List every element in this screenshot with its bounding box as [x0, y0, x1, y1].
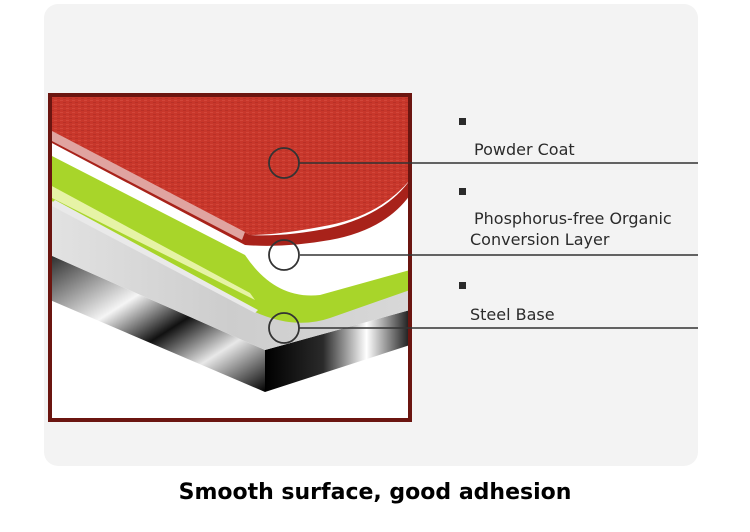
layer-stack: [50, 95, 410, 392]
powder-coat-bullet-icon: [459, 118, 466, 125]
steel-base-underside-right: [265, 310, 410, 392]
steel-base-layer: [50, 195, 410, 350]
conversion-layer-label-line1: Phosphorus-free Organic: [474, 209, 672, 228]
conversion-layer-bullet-icon: [459, 188, 466, 195]
conversion-layer-highlight: [50, 185, 255, 300]
steel-base-circle-marker-icon: [268, 312, 300, 344]
steel-base-bullet-icon: [459, 282, 466, 289]
powder-coat-side-highlight: [50, 130, 245, 240]
steel-base-highlight: [50, 200, 258, 313]
conversion-layer-circle-marker-icon: [268, 239, 300, 271]
powder-coat-circle-marker-icon: [268, 147, 300, 179]
diagram-caption: Smooth surface, good adhesion: [178, 480, 572, 505]
conversion-layer-label-line2: Conversion Layer: [470, 230, 610, 249]
diagram-frame: [48, 93, 412, 422]
steel-base-underside-left: [50, 255, 265, 392]
powder-coat-layer: [50, 95, 410, 235]
powder-coat-label: Powder Coat: [474, 140, 575, 159]
steel-base-label: Steel Base: [470, 305, 555, 324]
